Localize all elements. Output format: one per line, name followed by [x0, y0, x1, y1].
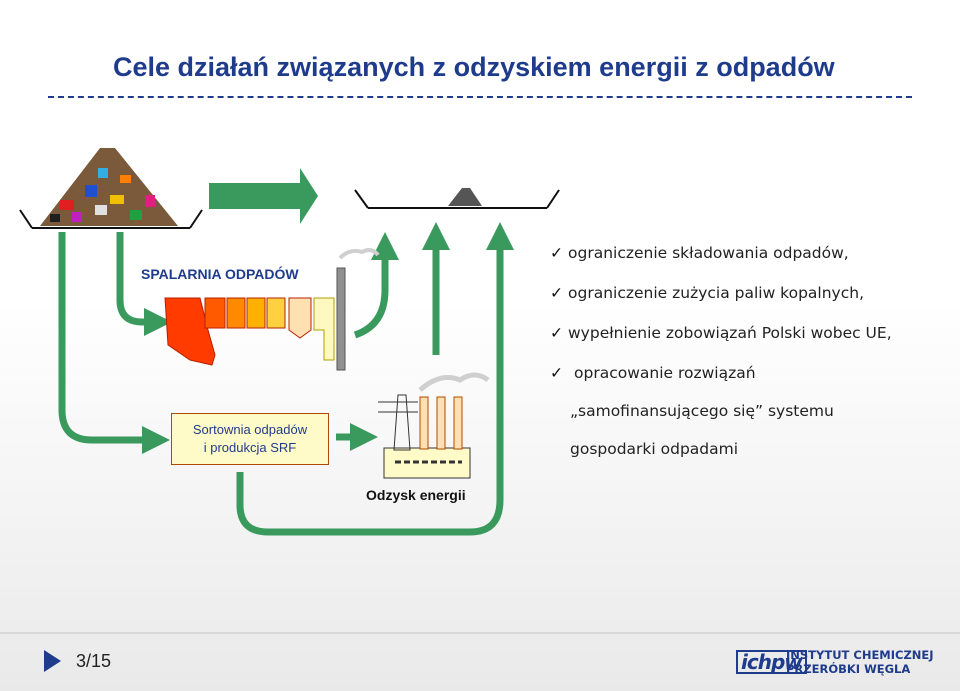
goal-item: ✓ ograniczenie zużycia paliw kopalnych,: [550, 284, 864, 302]
flow-to-sorting: [58, 232, 170, 454]
check-icon: ✓: [550, 324, 563, 342]
page-number: 3/15: [76, 651, 112, 671]
goal-item: ✓ ograniczenie składowania odpadów,: [550, 244, 849, 262]
page-title: Cele działań związanych z odzyskiem ener…: [113, 52, 835, 82]
institute-logo-icon: ichpw: [736, 650, 807, 674]
title-divider: [48, 96, 912, 98]
energy-recovery-label: Odzysk energii: [366, 487, 466, 503]
right-landfill-tray: [354, 188, 560, 209]
goal-continuation: gospodarki odpadami: [570, 440, 739, 458]
sorting-box: Sortownia odpadów i produkcja SRF: [171, 413, 329, 465]
goal-item: ✓ wypełnienie zobowiązań Polski wobec UE,: [550, 324, 892, 342]
goal-text: ograniczenie zużycia paliw kopalnych,: [568, 284, 865, 302]
transfer-arrow: [209, 168, 318, 224]
goal-continuation: „samofinansującego się” systemu: [570, 402, 834, 420]
flow-plant-residue: [353, 232, 399, 339]
goal-text: ograniczenie składowania odpadów,: [568, 244, 849, 262]
flow-to-plant: [116, 232, 172, 336]
check-icon: ✓: [550, 364, 563, 382]
incinerator-icon: [164, 248, 380, 371]
incinerator-label: SPALARNIA ODPADÓW: [141, 266, 299, 282]
goal-item: ✓ opracowanie rozwiązań: [550, 364, 756, 382]
play-triangle-icon: [44, 650, 61, 672]
check-icon: ✓: [550, 244, 563, 262]
left-landfill-tray: [19, 209, 203, 229]
goal-text: wypełnienie zobowiązań Polski wobec UE,: [568, 324, 892, 342]
waste-heap-icon: [40, 148, 178, 226]
power-plant-icon: [378, 372, 490, 479]
footer-divider: [0, 632, 960, 634]
goal-text: opracowanie rozwiązań: [574, 364, 756, 382]
sorting-label-line1: Sortownia odpadów: [192, 422, 308, 437]
small-waste-heap-icon: [448, 188, 482, 206]
sorting-label-line2: i produkcja SRF: [203, 440, 297, 455]
institute-name-line2: PRZERÓBKI WĘGLA: [786, 662, 911, 676]
institute-name-line1: INSTYTUT CHEMICZNEJ: [786, 648, 934, 662]
check-icon: ✓: [550, 284, 563, 302]
flow-energy-loop: [236, 222, 514, 536]
institute-name: INSTYTUT CHEMICZNEJ PRZERÓBKI WĘGLA: [786, 648, 934, 676]
